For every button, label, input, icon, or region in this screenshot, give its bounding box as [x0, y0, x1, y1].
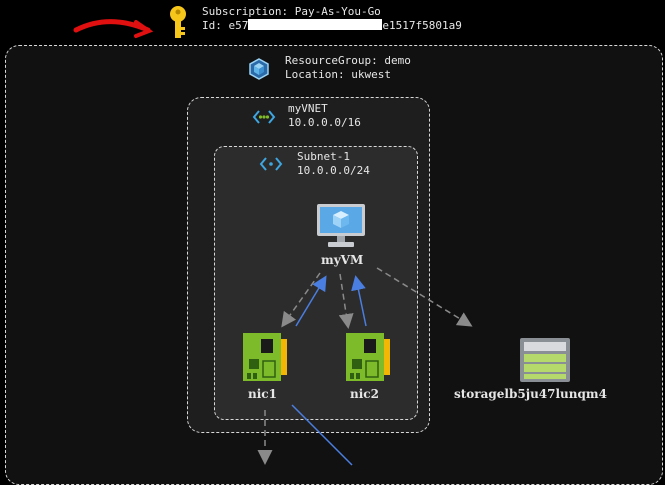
- vnet-name: myVNET: [288, 102, 328, 115]
- storage-icon: [520, 338, 570, 382]
- subnet-name: Subnet-1: [297, 150, 350, 163]
- redaction-bar: [248, 19, 383, 30]
- resource-group-location: Location: ukwest: [285, 68, 391, 81]
- connector-arrows: [257, 267, 473, 466]
- vm-to-storage-arrow: [376, 267, 473, 327]
- vm-to-nic2-arrow: [338, 273, 354, 329]
- nic1-out-link: [291, 404, 353, 466]
- subnet-icon: [259, 157, 283, 171]
- nic1-to-vm-arrow: [295, 275, 327, 327]
- storage-name: storagelb5ju47lunqm4: [454, 387, 607, 401]
- vm-name: myVM: [321, 253, 364, 267]
- subscription-id: Id: e57 e1517f5801a9: [202, 19, 462, 33]
- subscription-label: Subscription: Pay-As-You-Go: [202, 5, 381, 18]
- vm-monitor-icon: [317, 204, 365, 247]
- nic2-name: nic2: [350, 387, 379, 401]
- vnet-cidr: 10.0.0.0/16: [288, 116, 361, 129]
- resource-group-icon: [249, 58, 269, 80]
- subscription-id-suffix: e1517f5801a9: [382, 19, 462, 32]
- resource-group-name: ResourceGroup: demo: [285, 54, 411, 67]
- key-icon: [170, 6, 186, 38]
- nic1-icon: [243, 333, 287, 381]
- nic1-name: nic1: [248, 387, 277, 401]
- nic2-icon: [346, 333, 390, 381]
- annotation-arrow-subscription: [73, 19, 154, 38]
- subnet-cidr: 10.0.0.0/24: [297, 164, 370, 177]
- subscription-id-prefix: Id: e57: [202, 19, 249, 32]
- nic2-to-vm-arrow: [351, 275, 367, 327]
- vnet-icon: [252, 110, 276, 124]
